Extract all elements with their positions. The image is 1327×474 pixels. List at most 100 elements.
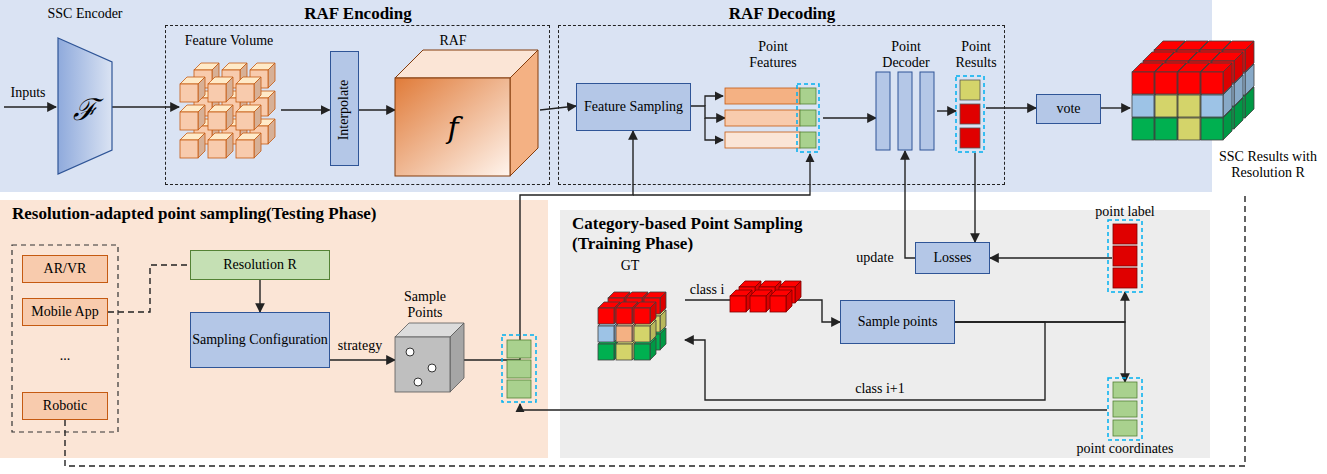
cube-front bbox=[1132, 118, 1154, 140]
node-label: SSC Encoder bbox=[47, 6, 122, 22]
encoding-group: RAF EncodingFeature VolumeInterpolateRAF… bbox=[165, 25, 550, 185]
feature-bar bbox=[725, 88, 800, 104]
sample-cube bbox=[395, 323, 464, 392]
training-panel: Category-based Point Sampling (Training … bbox=[560, 210, 1210, 458]
sample-dot bbox=[428, 364, 436, 372]
flow-arrow bbox=[823, 117, 876, 118]
flow-arrow bbox=[937, 110, 956, 111]
group-heading: Resolution-adapted point sampling(Testin… bbox=[12, 204, 376, 224]
cube-front bbox=[1201, 118, 1223, 140]
cube-side bbox=[254, 105, 261, 130]
cube-front bbox=[180, 112, 198, 130]
process-box: vote bbox=[1036, 94, 1101, 124]
encoder-block: SSC Encoderℱ bbox=[45, 4, 130, 174]
node-label: Mobile App bbox=[31, 304, 98, 320]
cube-side bbox=[510, 50, 538, 176]
node-label: point coordinates bbox=[1077, 441, 1174, 457]
node-label: vote bbox=[1056, 101, 1080, 117]
sample-dot bbox=[406, 348, 414, 356]
testing-panel: Resolution-adapted point sampling(Testin… bbox=[0, 200, 548, 458]
cube-side bbox=[226, 133, 233, 158]
node-label: Interpolate bbox=[335, 79, 351, 140]
cube-front bbox=[180, 140, 198, 158]
cube-side bbox=[226, 77, 233, 102]
flow-arrow bbox=[955, 322, 1125, 382]
branch-arrow bbox=[705, 96, 723, 106]
application-box: AR/VR bbox=[22, 255, 108, 283]
cube-front bbox=[1178, 72, 1200, 94]
dashed-link bbox=[108, 265, 190, 312]
flow-arrow bbox=[259, 280, 260, 312]
gt-voxels: GT bbox=[590, 258, 690, 363]
cube-side bbox=[254, 133, 261, 158]
point-features: Point Features bbox=[723, 37, 823, 155]
interpolate-box: Interpolate bbox=[330, 51, 359, 166]
label-stack bbox=[1108, 220, 1142, 292]
decoding-group: RAF DecodingFeature SamplingPoint Featur… bbox=[558, 25, 1005, 185]
cube-front bbox=[1154, 96, 1176, 118]
result-cell bbox=[960, 128, 980, 148]
point-label-stack: point label bbox=[1090, 202, 1160, 292]
cube-front bbox=[1201, 72, 1223, 94]
stack-cell bbox=[1113, 382, 1137, 398]
cube-side bbox=[1234, 52, 1243, 83]
feature-volume: Feature Volume bbox=[173, 31, 285, 176]
cube-front bbox=[598, 344, 614, 360]
cube-front bbox=[1178, 95, 1200, 117]
cube-front bbox=[1155, 72, 1177, 94]
node-label: Sample Points bbox=[393, 289, 457, 321]
coordinate-cell bbox=[800, 88, 816, 104]
sample-points-cube: Sample Points bbox=[380, 285, 470, 395]
node-label: Feature Sampling bbox=[584, 99, 683, 115]
cube-front bbox=[616, 308, 632, 324]
coordinate-cell bbox=[800, 110, 816, 126]
cube-front bbox=[236, 140, 254, 158]
cube-front bbox=[1177, 96, 1199, 118]
flow-arrow bbox=[955, 292, 1125, 322]
resolution-box: Resolution R bbox=[190, 250, 330, 280]
edge-label: class i+1 bbox=[855, 381, 905, 397]
free-label: ... bbox=[60, 348, 71, 364]
application-box: Mobile App bbox=[22, 298, 108, 326]
flow-arrow bbox=[691, 106, 725, 118]
cube-side bbox=[198, 133, 205, 158]
stack-cell bbox=[507, 340, 531, 358]
process-box: Sampling Configuration bbox=[190, 312, 330, 368]
cube-front bbox=[1155, 118, 1177, 140]
node-label: RAF bbox=[439, 33, 466, 49]
cube-front bbox=[1132, 95, 1154, 117]
cube-side bbox=[650, 302, 656, 324]
ssc-result-voxels: SSC Results with Resolution R bbox=[1125, 22, 1325, 192]
node-label: ℱ bbox=[73, 93, 98, 128]
dashed-frame bbox=[1108, 220, 1142, 292]
cube-side bbox=[1223, 63, 1232, 94]
gt-cubes bbox=[598, 292, 666, 360]
node-label: Point Features bbox=[737, 39, 809, 71]
flow-arrow bbox=[974, 153, 975, 242]
result-cell bbox=[960, 80, 980, 100]
group-heading: RAF Encoding bbox=[304, 4, 412, 24]
stack-cell bbox=[507, 360, 531, 378]
node-label: Robotic bbox=[43, 398, 87, 414]
test-coordinate-stack bbox=[502, 335, 536, 402]
dashed-frame bbox=[956, 76, 984, 152]
flow-arrow bbox=[359, 109, 396, 110]
dashed-frame bbox=[1108, 378, 1142, 440]
point-results: Point Results bbox=[946, 37, 1006, 155]
point-coordinates-stack: point coordinates bbox=[1060, 378, 1190, 458]
cube-front bbox=[616, 326, 632, 342]
coordinate-wire bbox=[520, 404, 1107, 410]
flow-arrow bbox=[112, 106, 179, 107]
cube-front bbox=[770, 296, 786, 312]
class-cubes bbox=[730, 281, 801, 312]
edge-label: update bbox=[856, 250, 893, 266]
cube-front bbox=[208, 112, 226, 130]
cube-front bbox=[1201, 95, 1223, 117]
stack-cell bbox=[507, 380, 531, 398]
cube-front bbox=[1154, 73, 1176, 95]
node-label: point label bbox=[1095, 204, 1155, 220]
group-heading: RAF Decoding bbox=[729, 4, 836, 24]
process-box: Sample points bbox=[840, 300, 955, 344]
sample-dot bbox=[414, 378, 422, 386]
cube-front bbox=[395, 337, 450, 392]
